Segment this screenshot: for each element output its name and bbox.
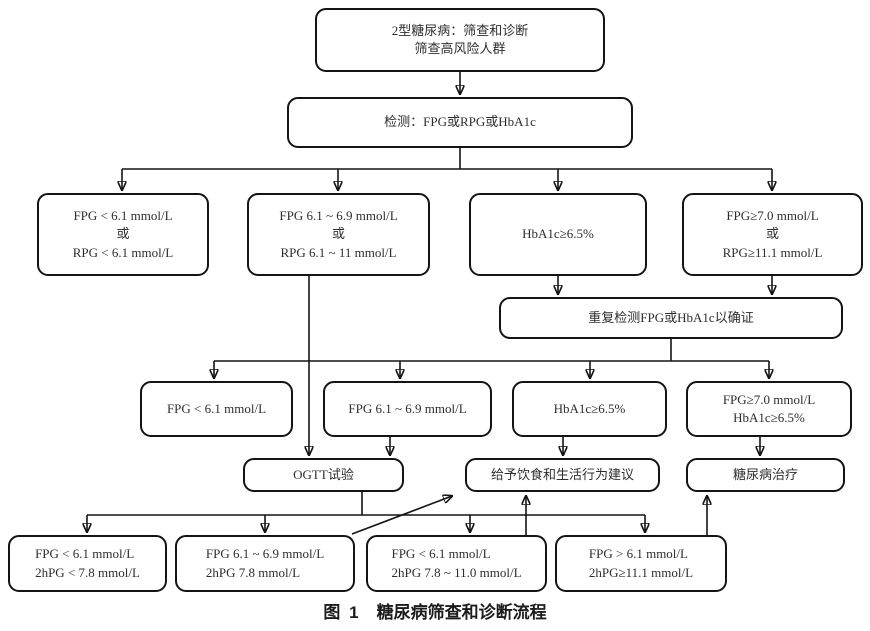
node-text-line: FPG 6.1 ~ 6.9 mmol/L	[279, 207, 398, 223]
node-fpg-diabetic: FPG≥7.0 mmol/L 或 RPG≥11.1 mmol/L	[682, 193, 863, 276]
node-text-line: HbA1c≥6.5%	[553, 400, 626, 416]
node-text-line: RPG≥11.1 mmol/L	[722, 244, 823, 260]
node-repeat-test: 重复检测FPG或HbA1c以确证	[499, 297, 843, 339]
node-diabetes-treatment: 糖尿病治疗	[686, 458, 845, 492]
node-hba1c-elevated: HbA1c≥6.5%	[469, 193, 647, 276]
node-initial-test: 检测：FPG或RPG或HbA1c	[287, 97, 633, 148]
node-fpg-normal: FPG < 6.1 mmol/L 或 RPG < 6.1 mmol/L	[37, 193, 209, 276]
connector	[351, 496, 452, 535]
figure-caption-label: 图 1	[323, 603, 361, 622]
node-text-line: 2型糖尿病：筛查和诊断	[391, 22, 529, 38]
node-text-line: 糖尿病治疗	[732, 466, 798, 482]
node-ogtt-igt: FPG < 6.1 mmol/L 2hPG 7.8 ~ 11.0 mmol/L	[366, 535, 547, 592]
node-text-line: 2hPG < 7.8 mmol/L	[35, 564, 140, 580]
node-lifestyle-advice: 给予饮食和生活行为建议	[465, 458, 660, 492]
node-text-line: 重复检测FPG或HbA1c以确证	[588, 309, 754, 325]
node-ogtt-diabetes: FPG > 6.1 mmol/L 2hPG≥11.1 mmol/L	[555, 535, 727, 592]
node-text-line: FPG > 6.1 mmol/L	[588, 546, 688, 562]
node-confirm-hba1c: HbA1c≥6.5%	[512, 381, 667, 437]
node-text-line: RPG 6.1 ~ 11 mmol/L	[280, 244, 397, 260]
node-text-line: FPG≥7.0 mmol/L	[722, 391, 816, 407]
node-text-line: RPG < 6.1 mmol/L	[72, 244, 174, 260]
node-ogtt: OGTT试验	[243, 458, 404, 492]
figure-caption: 图 1 糖尿病筛查和诊断流程	[0, 598, 870, 623]
node-confirm-intermediate: FPG 6.1 ~ 6.9 mmol/L	[323, 381, 492, 437]
node-text-line: FPG≥7.0 mmol/L	[726, 207, 819, 223]
node-text-line: FPG < 6.1 mmol/L	[391, 546, 491, 562]
node-text-line: 或	[331, 226, 345, 242]
node-text-line: 2hPG 7.8 ~ 11.0 mmol/L	[391, 564, 522, 580]
node-confirm-normal: FPG < 6.1 mmol/L	[140, 381, 293, 437]
node-text-line: FPG 6.1 ~ 6.9 mmol/L	[205, 546, 325, 562]
node-ogtt-ifg: FPG 6.1 ~ 6.9 mmol/L 2hPG 7.8 mmol/L	[175, 535, 355, 592]
node-text-line: FPG < 6.1 mmol/L	[73, 207, 173, 223]
node-confirm-diabetic: FPG≥7.0 mmol/L HbA1c≥6.5%	[686, 381, 852, 437]
node-ogtt-normal: FPG < 6.1 mmol/L 2hPG < 7.8 mmol/L	[8, 535, 167, 592]
node-text-line: 检测：FPG或RPG或HbA1c	[384, 114, 536, 130]
node-text-line: FPG < 6.1 mmol/L	[35, 546, 135, 562]
node-text-line: 或	[116, 226, 130, 242]
node-text-line: FPG 6.1 ~ 6.9 mmol/L	[348, 400, 467, 416]
node-text-line: 筛查高风险人群	[414, 41, 506, 56]
node-text-line: FPG < 6.1 mmol/L	[166, 400, 267, 416]
node-fpg-intermediate: FPG 6.1 ~ 6.9 mmol/L 或 RPG 6.1 ~ 11 mmol…	[247, 193, 430, 276]
node-text-line: 2hPG≥11.1 mmol/L	[588, 564, 694, 580]
node-text-line: OGTT试验	[293, 466, 354, 482]
node-text-line: 或	[765, 226, 779, 242]
figure-caption-title: 糖尿病筛查和诊断流程	[376, 603, 547, 622]
node-text-line: 2hPG 7.8 mmol/L	[205, 564, 301, 580]
node-text-line: 给予饮食和生活行为建议	[490, 466, 634, 482]
node-text-line: HbA1c≥6.5%	[733, 410, 805, 425]
node-text-line: HbA1c≥6.5%	[522, 226, 594, 242]
node-screening: 2型糖尿病：筛查和诊断 筛查高风险人群	[315, 8, 605, 72]
